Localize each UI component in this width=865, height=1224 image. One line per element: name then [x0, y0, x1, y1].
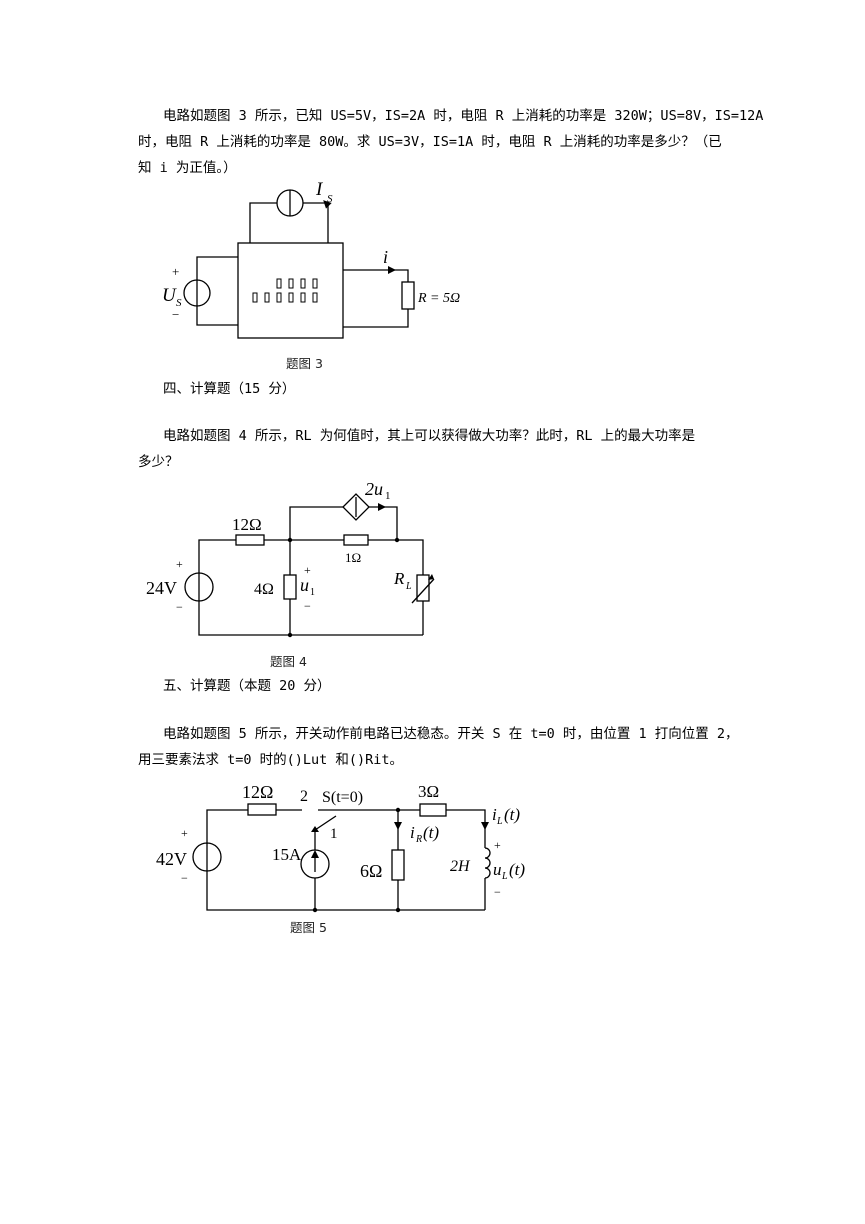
problem5-line-1: 电路如题图 5 所示，开关动作前电路已达稳态。开关 S 在 t=0 时，由位置 …: [163, 726, 739, 742]
il-label: i: [492, 805, 497, 824]
u1-label-sub: 1: [310, 587, 315, 598]
ul-label-t: (t): [509, 860, 525, 879]
v42-minus: −: [181, 871, 188, 885]
resistor-6-icon: [391, 849, 405, 881]
problem3-text: 电路如题图 3 所示，已知 US=5V，IS=2A 时，电阻 R 上消耗的功率是…: [138, 103, 764, 181]
problem4-line-2: 多少？: [138, 454, 179, 470]
us-label: U: [162, 285, 177, 306]
r12-label: 12Ω: [232, 515, 262, 534]
circuit-figure-5: 12Ω 2 S(t=0) 1 3Ω 42V + − 15A 6Ω i R (t)…: [156, 782, 525, 913]
dep-source-label-sub: 1: [385, 490, 391, 502]
figure-5-caption: 题图 5: [290, 920, 327, 935]
circuit-figure-3: I S U S + − i R = 5Ω: [162, 179, 460, 339]
variable-resistor-rl-icon: [416, 574, 430, 602]
problem4-text: 电路如题图 4 所示，RL 为何值时，其上可以获得做大功率？此时，RL 上的最大…: [138, 423, 738, 475]
problem3-line-2: 时，电阻 R 上消耗的功率是 80W。求 US=3V，IS=1A 时，电阻 R …: [138, 134, 722, 150]
inductor-2h-icon: [484, 847, 491, 879]
ir-label-sub: R: [415, 834, 422, 845]
il-label-t: (t): [504, 805, 520, 824]
r-label: R = 5Ω: [417, 291, 460, 306]
dep-source-label: 2u: [365, 479, 383, 499]
resistor-r-icon: [401, 281, 415, 310]
ul-label-sub: L: [501, 871, 508, 882]
us-plus: +: [172, 264, 179, 279]
rl-label-sub: L: [405, 581, 412, 592]
u1-minus: −: [304, 599, 311, 613]
us-minus: −: [172, 307, 179, 322]
switch-s-icon: [314, 815, 337, 831]
section-5-heading: 五、计算题（本题 20 分）: [163, 678, 331, 694]
is-label-sub: S: [327, 193, 333, 205]
position-1-label: 1: [330, 826, 338, 842]
ul-plus: +: [494, 838, 501, 852]
ir-label-t: (t): [423, 823, 439, 842]
r12-label: 12Ω: [242, 782, 273, 802]
current-i-arrow-icon: [388, 266, 396, 274]
ir-label: i: [410, 823, 415, 842]
problem3-line-3: 知 i 为正值。）: [138, 160, 237, 176]
r1-label: 1Ω: [345, 550, 361, 565]
problem5-text: 电路如题图 5 所示，开关动作前电路已达稳态。开关 S 在 t=0 时，由位置 …: [138, 721, 739, 773]
resistor-12-icon: [247, 803, 277, 816]
r4-label: 4Ω: [254, 581, 274, 598]
v42-label: 42V: [156, 849, 187, 869]
ul-minus: −: [494, 885, 501, 899]
circuit-figure-4: 2u 1 12Ω 1Ω 24V 4Ω u 1 + − + − R L: [146, 479, 435, 638]
figure-3-caption: 题图 3: [286, 356, 323, 371]
h2-label: 2H: [450, 858, 471, 875]
ul-label: u: [493, 860, 502, 879]
section-4-heading: 四、计算题（15 分）: [163, 381, 296, 397]
r6-label: 6Ω: [360, 861, 382, 881]
resistor-12-icon: [235, 534, 265, 546]
resistor-3-icon: [419, 803, 447, 817]
problem5-line-2: 用三要素法求 t=0 时的()Lut 和()Rit。: [138, 752, 404, 768]
i-label: i: [383, 247, 388, 267]
switch-label: S(t=0): [322, 789, 363, 806]
u1-label: u: [300, 575, 309, 595]
il-label-sub: L: [496, 816, 503, 827]
us-label-sub: S: [176, 297, 182, 309]
u1-plus: +: [304, 563, 311, 577]
r3-label: 3Ω: [418, 782, 439, 801]
problem4-line-1: 电路如题图 4 所示，RL 为何值时，其上可以获得做大功率？此时，RL 上的最大…: [163, 428, 696, 444]
v42-plus: +: [181, 826, 188, 840]
v24-plus: +: [176, 557, 183, 571]
resistor-1-icon: [343, 534, 369, 546]
two-port-network-box: [237, 242, 344, 339]
resistor-4-icon: [283, 574, 297, 600]
a15-label: 15A: [272, 845, 302, 864]
rl-label: R: [393, 569, 405, 588]
figure-4-caption: 题图 4: [270, 654, 307, 669]
position-2-label: 2: [300, 788, 308, 805]
problem3-line-1: 电路如题图 3 所示，已知 US=5V，IS=2A 时，电阻 R 上消耗的功率是…: [163, 108, 764, 124]
v24-label: 24V: [146, 578, 177, 598]
v24-minus: −: [176, 600, 183, 614]
is-label: I: [315, 179, 324, 200]
